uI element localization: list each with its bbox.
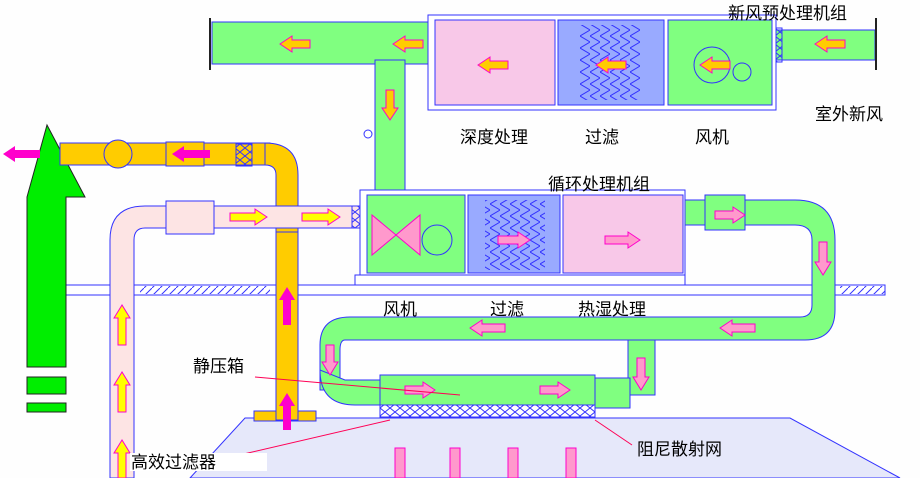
label-outdoor-air: 室外新风 [815,105,883,125]
label-heat-humid: 热湿处理 [578,300,646,320]
plenum-box [379,374,596,418]
label-damper-net: 阻尼散射网 [637,440,722,460]
label-hepa: 高效过滤器 [131,453,216,473]
label-deep-treatment: 深度处理 [460,128,528,148]
label-fresh-unit: 新风预处理机组 [728,4,847,24]
label-fan-top: 风机 [695,128,729,148]
exhaust-big-arrow [26,123,86,413]
floor-slab [64,284,886,296]
label-fan-mid: 风机 [383,300,417,320]
label-plenum: 静压箱 [193,357,244,377]
clean-room [189,417,901,478]
label-filter-top: 过滤 [585,128,619,148]
leader-lines [234,376,633,457]
label-filter-mid: 过滤 [490,300,524,320]
airflow-arrows [3,35,846,478]
label-recirc-unit: 循环处理机组 [548,175,650,195]
recirc-unit [354,189,686,286]
